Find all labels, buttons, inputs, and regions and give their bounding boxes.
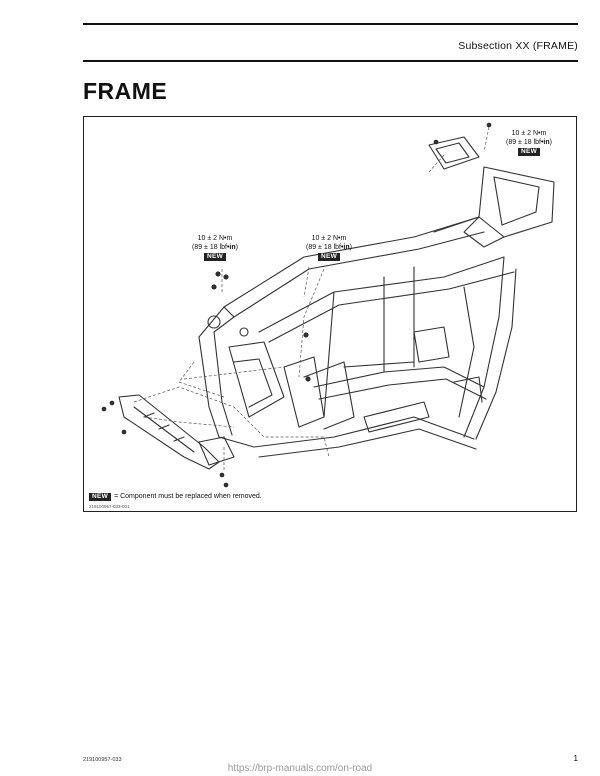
frame-illustration xyxy=(101,122,555,488)
torque-nm: 10 ± 2 N•m xyxy=(311,235,347,242)
header-rule-bottom xyxy=(83,60,578,62)
torque-callout: 10 ± 2 N•m (89 ± 18 lbf•in) NEW xyxy=(506,130,552,157)
new-badge: NEW xyxy=(317,253,341,261)
torque-lbf: (89 ± 18 lbf•in) xyxy=(192,243,238,251)
frame-exploded-figure: 10 ± 2 N•m (89 ± 18 lbf•in) NEW 10 ± 2 N… xyxy=(83,116,577,512)
figure-id: 219100957-033-001 xyxy=(89,504,130,509)
torque-callout: 10 ± 2 N•m (89 ± 18 lbf•in) NEW xyxy=(306,235,352,262)
torque-nm: 10 ± 2 N•m xyxy=(511,130,547,137)
new-badge: NEW xyxy=(203,253,227,261)
document-number: 219100957-033 xyxy=(83,757,122,763)
subsection-label: Subsection XX (FRAME) xyxy=(458,40,578,52)
new-badge: NEW xyxy=(517,148,541,156)
torque-lbf: (89 ± 18 lbf•in) xyxy=(506,138,552,146)
page-title: FRAME xyxy=(83,78,168,104)
torque-callout: 10 ± 2 N•m (89 ± 18 lbf•in) NEW xyxy=(192,235,238,262)
page-number: 1 xyxy=(573,754,578,763)
torque-nm: 10 ± 2 N•m xyxy=(197,235,233,242)
footer-url[interactable]: https://brp-manuals.com/on-road xyxy=(227,763,373,774)
torque-lbf: (89 ± 18 lbf•in) xyxy=(306,243,352,251)
header-rule-top xyxy=(83,23,578,25)
legend-new-badge: NEW xyxy=(89,493,112,501)
legend-text: = Component must be replaced when remove… xyxy=(114,493,262,500)
figure-legend: NEW = Component must be replaced when re… xyxy=(89,492,262,501)
